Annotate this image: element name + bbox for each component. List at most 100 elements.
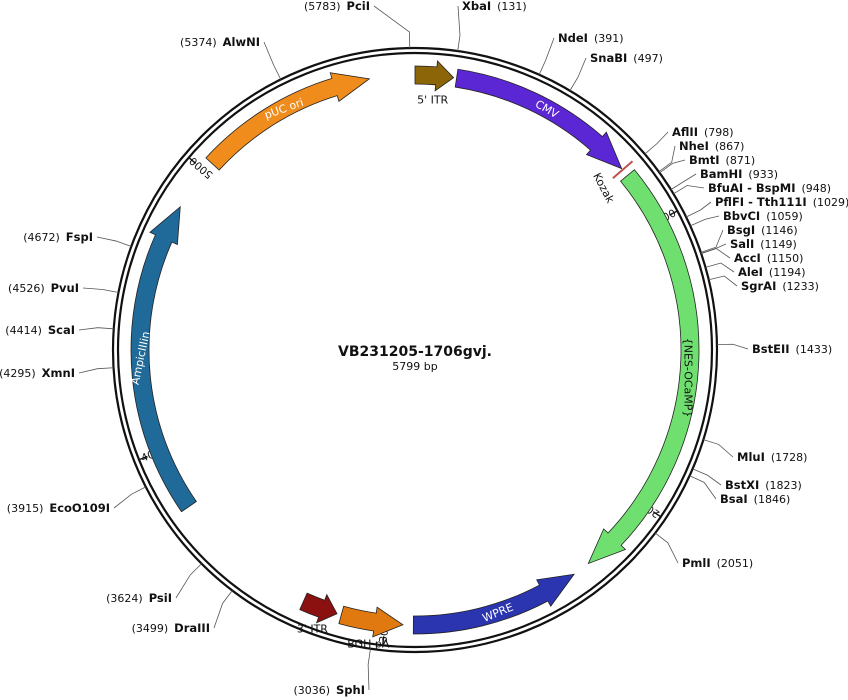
site-label: SgrAI(1233): [741, 279, 819, 293]
site-label: (3624)PsiI: [106, 591, 172, 605]
feature-arrow: [454, 68, 623, 170]
site-position: (4414): [5, 324, 42, 337]
site-ndei: NdeI(391): [558, 31, 624, 45]
site-position: (3036): [293, 684, 330, 697]
site-psii: (3624)PsiI: [106, 591, 172, 605]
feature-5-itr: 5' ITR: [414, 59, 455, 107]
site-connector: [78, 367, 114, 374]
site-position: (2051): [717, 557, 754, 570]
site-position: (5783): [304, 0, 341, 13]
site-bsgi: BsgI (1146): [727, 223, 798, 237]
site-position: (1059): [766, 210, 803, 223]
feature-label-5-itr: 5' ITR: [417, 94, 448, 107]
site-label: BamHI(933): [700, 167, 778, 181]
site-position: (871): [726, 154, 756, 167]
site-connector: [654, 532, 679, 564]
feature-arrow: [414, 59, 455, 92]
site-draiii: (3499)DraIII: [132, 621, 210, 635]
site-connector: [716, 343, 749, 350]
site-name: FspI: [66, 230, 93, 244]
site-bfuai-bspmi: BfuAI - BspMI(948): [708, 181, 831, 195]
plasmid-backbone: [111, 46, 719, 654]
site-name: PmlI: [682, 556, 711, 570]
site-label: BstXI(1823): [725, 478, 802, 492]
site-sgrai: SgrAI(1233): [741, 279, 819, 293]
site-connector: [701, 248, 731, 259]
site-position: (798): [704, 126, 734, 139]
site-connector: [659, 159, 686, 174]
site-label: (5374)AlwNI: [180, 35, 260, 49]
site-connector: [705, 262, 735, 273]
site-connector: [457, 5, 461, 52]
site-name: BsaI: [720, 492, 748, 506]
feature-arrow: [338, 605, 404, 638]
feature-arrow: [412, 573, 576, 635]
site-bamhi: BamHI(933): [700, 167, 778, 181]
site-nhei: NheI(867): [679, 139, 744, 153]
site-label: BsaI(1846): [720, 492, 790, 506]
site-position: (1433): [796, 343, 833, 356]
site-position: (1728): [771, 451, 808, 464]
site-connector: [700, 229, 724, 253]
site-bbvci: BbvCI (1059): [723, 209, 803, 223]
feature-wpre: WPRE: [412, 573, 576, 635]
site-pcii: (5783)PciI: [304, 0, 370, 13]
tick-mark: [669, 210, 677, 216]
site-name: ScaI: [48, 323, 75, 337]
tick-mark: [189, 157, 197, 164]
site-label: (3036)SphI: [293, 683, 365, 697]
site-position: (1149): [760, 238, 797, 251]
site-position: (1233): [782, 280, 819, 293]
site-position: (4295): [0, 367, 36, 380]
site-label: BbvCI (1059): [723, 209, 803, 223]
site-name: BbvCI: [723, 209, 760, 223]
site-name: SnaBI: [590, 51, 627, 65]
site-label: (3499)DraIII: [132, 621, 210, 635]
tick-mark: [382, 636, 385, 645]
site-connector: [538, 37, 555, 75]
site-xmni: (4295)XmnI: [0, 366, 75, 380]
site-bmti: BmtI(871): [689, 153, 755, 167]
site-connector: [113, 486, 146, 509]
site-position: (948): [801, 182, 831, 195]
site-position: (1823): [765, 479, 802, 492]
site-label: PflFI - Tth111I(1029): [715, 195, 848, 209]
site-position: (497): [633, 52, 663, 65]
site-aflii: AflII (798): [672, 125, 734, 139]
site-position: (4526): [8, 282, 45, 295]
site-position: (3499): [132, 622, 169, 635]
site-sphi: (3036)SphI: [293, 683, 365, 697]
site-name: SalI: [730, 237, 754, 251]
site-label: XbaI(131): [462, 0, 527, 13]
site-name: PvuI: [51, 281, 79, 295]
site-ecoo109i: (3915)EcoO109I: [7, 501, 110, 515]
site-label: AflII (798): [672, 125, 734, 139]
site-bsai: BsaI(1846): [720, 492, 790, 506]
site-connector: [692, 468, 722, 486]
site-sali: SalI (1149): [730, 237, 797, 251]
feature-bgh-pa: BGH pA: [338, 605, 404, 650]
site-name: BsgI: [727, 223, 755, 237]
site-label: SnaBI (497): [590, 51, 663, 65]
site-position: (1146): [761, 224, 798, 237]
site-label: BfuAI - BspMI(948): [708, 181, 831, 195]
plasmid-length: 5799 bp: [392, 360, 437, 373]
site-connector: [708, 275, 738, 287]
site-name: PsiI: [149, 591, 172, 605]
feature-cmv: CMV: [454, 68, 623, 170]
site-name: BstEII: [752, 342, 790, 356]
site-position: (1150): [767, 252, 804, 265]
site-position: (867): [715, 140, 745, 153]
site-connector: [78, 327, 114, 331]
site-label: (3915)EcoO109I: [7, 501, 110, 515]
site-connector: [175, 563, 202, 599]
site-position: (5374): [180, 36, 217, 49]
site-name: AflII: [672, 125, 698, 139]
site-position: (4672): [23, 231, 60, 244]
site-name: XbaI: [462, 0, 491, 13]
feature-ampiciiiin: AmpicIIIin: [129, 205, 197, 513]
plasmid-name: VB231205-1706gvj.: [338, 344, 492, 360]
site-label: SalI (1149): [730, 237, 797, 251]
feature-label-kozak: Kozak: [590, 171, 617, 206]
feature-3-itr: 3' ITR: [297, 592, 338, 636]
